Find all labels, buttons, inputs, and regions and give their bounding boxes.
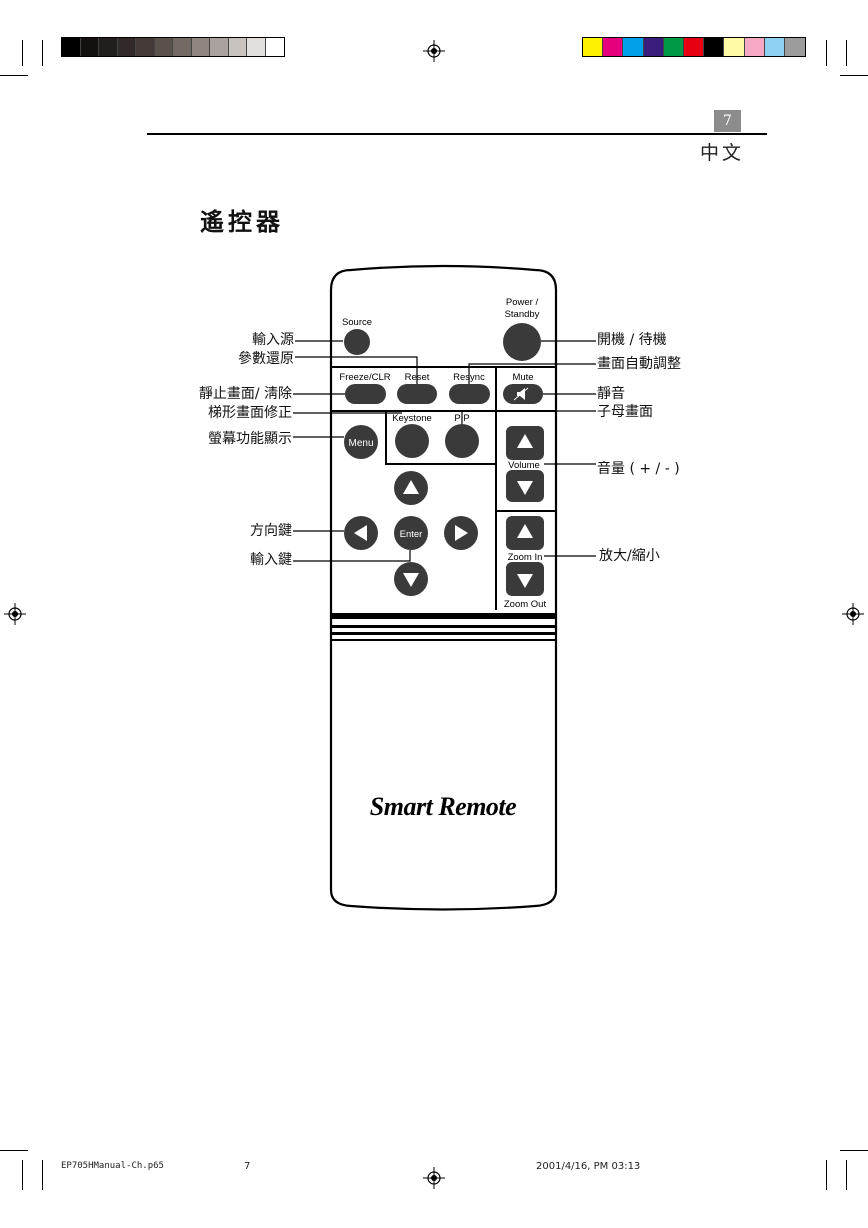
- callout-mute: 靜音: [597, 386, 625, 402]
- mute-speaker-icon: [513, 387, 529, 401]
- registration-mark-bottom: [423, 1167, 445, 1189]
- page-number-box: 7: [714, 110, 741, 132]
- callout-freeze: 靜止畫面/ 淸除: [198, 386, 292, 402]
- keystone-button[interactable]: [395, 424, 429, 458]
- color-swatch: [643, 38, 664, 56]
- language-label: 中文: [700, 142, 745, 164]
- callout-volume: 音量 ( + / - ): [597, 461, 680, 477]
- color-swatch: [80, 38, 99, 56]
- color-swatch: [154, 38, 173, 56]
- callout-power: 開機 / 待機: [597, 332, 667, 348]
- color-swatch: [724, 38, 745, 56]
- arrow-right-icon: [455, 525, 468, 541]
- callout-source: 輸入源: [252, 332, 294, 348]
- pip-button[interactable]: [445, 424, 479, 458]
- menu-button[interactable]: [344, 425, 378, 459]
- source-button[interactable]: [344, 329, 370, 355]
- power-button-label-line1: Power /: [506, 297, 539, 308]
- color-swatch: [623, 38, 644, 56]
- remote-stripe: [331, 632, 556, 635]
- arrow-up-icon: [403, 480, 419, 494]
- color-swatch: [62, 38, 81, 56]
- arrow-left-icon: [354, 525, 367, 541]
- callout-keystone: 梯形畫面修正: [208, 405, 292, 421]
- leader-enter: [293, 550, 411, 562]
- footer-timestamp: 2001/4/16, PM 03:13: [536, 1161, 641, 1172]
- color-swatch: [136, 38, 155, 56]
- leader-reset: [295, 356, 418, 384]
- process-color-bar: [582, 37, 806, 57]
- menu-button-label: Menu: [348, 438, 373, 449]
- callout-menu: 螢幕功能顯示: [208, 431, 292, 447]
- registration-mark-left: [4, 603, 26, 625]
- color-swatch: [663, 38, 684, 56]
- zoom-out-icon: [517, 574, 533, 588]
- power-button[interactable]: [503, 323, 541, 361]
- source-button-label: Source: [342, 317, 372, 328]
- reset-button[interactable]: [397, 384, 437, 404]
- remote-stripe: [331, 639, 556, 641]
- callout-pip: 子母畫面: [597, 404, 653, 420]
- header-rule: [147, 133, 767, 135]
- color-swatch: [764, 38, 785, 56]
- leader-pip: [461, 410, 596, 424]
- remote-stripe: [331, 625, 556, 628]
- leader-resync: [468, 363, 596, 384]
- zoom-out-label: Zoom Out: [504, 599, 547, 610]
- remote-body: [329, 264, 558, 911]
- grayscale-color-bar: [61, 37, 285, 57]
- color-swatch: [744, 38, 765, 56]
- zoom-in-icon: [517, 524, 533, 538]
- power-button-label-line2: Standby: [505, 309, 540, 320]
- zoom-in-label: Zoom In: [508, 552, 543, 563]
- color-swatch: [210, 38, 229, 56]
- registration-mark-right: [842, 603, 864, 625]
- freeze-button[interactable]: [345, 384, 386, 404]
- callout-resync: 畫面自動調整: [597, 356, 681, 372]
- color-swatch: [784, 38, 806, 56]
- color-swatch: [191, 38, 210, 56]
- enter-button-label: Enter: [400, 529, 423, 540]
- color-swatch: [228, 38, 247, 56]
- volume-label: Volume: [508, 460, 540, 471]
- color-swatch: [117, 38, 136, 56]
- callout-reset: 參數還原: [238, 351, 294, 367]
- color-swatch: [99, 38, 118, 56]
- arrow-down-icon: [403, 573, 419, 587]
- color-swatch: [173, 38, 192, 56]
- leader-lines: [293, 340, 596, 562]
- callout-zoom: 放大/縮小: [599, 548, 660, 564]
- volume-up-icon: [517, 434, 533, 448]
- section-title: 遙控器: [200, 207, 284, 236]
- color-swatch: [265, 38, 284, 56]
- remote-stripe: [331, 613, 556, 619]
- keystone-button-label: Keystone: [392, 413, 432, 424]
- footer-filename: EP705HManual-Ch.p65: [61, 1161, 164, 1171]
- callout-enter: 輸入鍵: [250, 552, 292, 568]
- enter-button[interactable]: [394, 516, 428, 550]
- registration-mark-top: [423, 40, 445, 62]
- color-swatch: [247, 38, 266, 56]
- brand-logo: Smart Remote: [370, 792, 516, 821]
- resync-button[interactable]: [449, 384, 490, 404]
- callout-arrows: 方向鍵: [250, 523, 292, 539]
- freeze-button-label: Freeze/CLR: [339, 372, 390, 383]
- color-swatch: [583, 38, 604, 56]
- volume-down-icon: [517, 481, 533, 495]
- color-swatch: [704, 38, 725, 56]
- mute-button-label: Mute: [512, 372, 533, 383]
- color-swatch: [603, 38, 624, 56]
- footer-page: 7: [244, 1161, 251, 1172]
- color-swatch: [683, 38, 705, 56]
